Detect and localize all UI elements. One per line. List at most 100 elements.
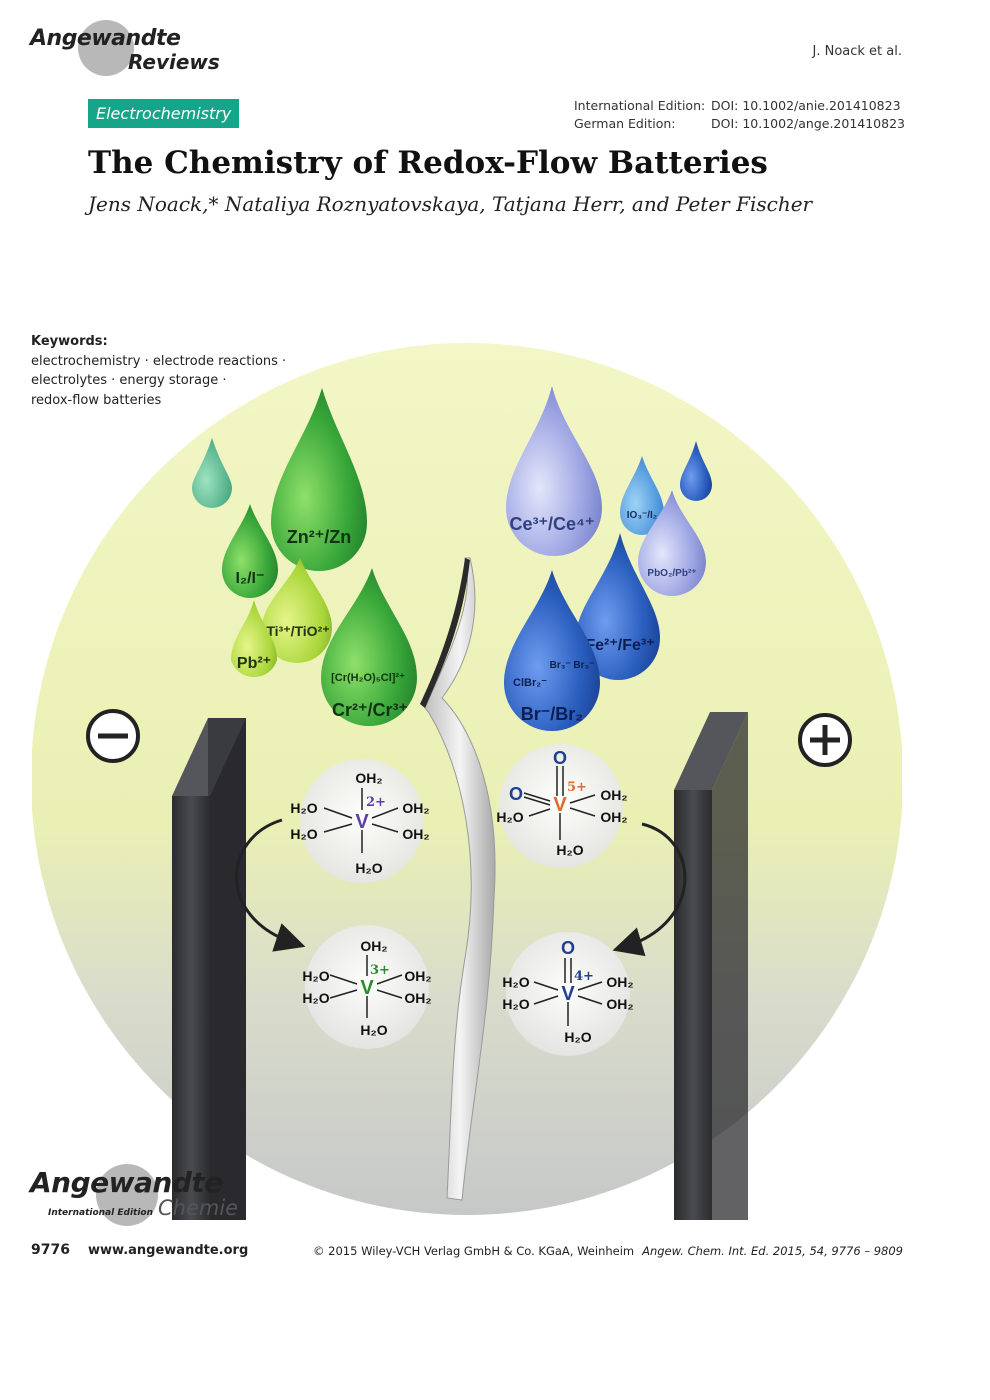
ligand-left: H₂O (502, 974, 529, 990)
negative-electrode (172, 718, 246, 1220)
drop-teal (192, 438, 232, 508)
running-head-authors: J. Noack et al. (812, 44, 903, 59)
ligand-left: H₂O (290, 800, 317, 816)
complex-v4: O H₂O H₂O OH₂ OH₂ H₂O V 4+ (502, 932, 634, 1056)
drop-ti: Ti³⁺/TiO²⁺ (262, 558, 332, 663)
keywords-line: redox-flow batteries (31, 392, 162, 408)
doi-label: International Edition: (574, 98, 706, 113)
doi-block: International Edition: DOI: 10.1002/anie… (574, 97, 905, 133)
journal-logo-footer: Angewandte Chemie International Edition (30, 1162, 260, 1228)
ligand-right: OH₂ (404, 968, 431, 984)
logo-edition: International Edition (48, 1208, 154, 1218)
drop-label: ClBr₂⁻ (513, 677, 547, 689)
drop-label: IO₃⁻/I₂ (627, 510, 657, 521)
ligand-right: OH₂ (402, 800, 429, 816)
ligand-left: H₂O (502, 996, 529, 1012)
complex-v3: OH₂ H₂O H₂O OH₂ OH₂ H₂O V 3+ (302, 925, 432, 1049)
drop-label: Cr²⁺/Cr³⁺ (332, 700, 408, 720)
keywords-heading: Keywords: (31, 334, 108, 349)
drop-label: Pb²⁺ (237, 655, 271, 672)
ligand-right: OH₂ (606, 974, 633, 990)
doi-label: German Edition: (574, 116, 676, 131)
logo-line1: Angewandte (30, 26, 181, 51)
logo-line2: Reviews (128, 50, 220, 74)
ligand-right: OH₂ (402, 826, 429, 842)
drop-cr: [Cr(H₂O)₅Cl]²⁺ Cr²⁺/Cr³⁺ (321, 568, 417, 726)
metal-center: V (553, 794, 567, 816)
oxidation-state: 3+ (370, 963, 390, 978)
ligand-right: OH₂ (600, 787, 627, 803)
drop-label: PbO₂/Pb²⁺ (647, 568, 696, 579)
copyright: © 2015 Wiley-VCH Verlag GmbH & Co. KGaA,… (313, 1244, 635, 1258)
ligand-bottom: H₂O (564, 1029, 591, 1045)
ligand-top: OH₂ (360, 938, 387, 954)
drop-label: Br₃⁻ Br₃⁻ (550, 660, 595, 671)
ligand-right: OH₂ (600, 809, 627, 825)
positive-terminal (798, 713, 852, 767)
ligand-left: H₂O (290, 826, 317, 842)
page-number: 9776 (31, 1242, 70, 1258)
redox-flow-figure: Zn²⁺/Zn I₂/I⁻ Ti³⁺/TiO²⁺ Pb²⁺ [Cr(H₂O)₅C… (32, 343, 902, 1220)
keywords-line: electrolytes · energy storage · (31, 373, 227, 388)
drop-pb: Pb²⁺ (231, 600, 277, 678)
reduction-arrow (235, 818, 306, 952)
drop-ce: Ce³⁺/Ce⁴⁺ (506, 386, 602, 556)
drop-zn: Zn²⁺/Zn (271, 388, 367, 571)
drop-label: Fe²⁺/Fe³⁺ (585, 637, 654, 654)
journal-logo: Angewandte Reviews (30, 18, 250, 78)
ligand-left: O (509, 784, 523, 804)
section-badge: Electrochemistry (88, 99, 240, 128)
citation: Angew. Chem. Int. Ed. 2015, 54, 9776 – 9… (642, 1244, 903, 1258)
ligand-left: H₂O (496, 809, 523, 825)
logo-line2: Chemie (158, 1196, 239, 1220)
article-title: The Chemistry of Redox-Flow Batteries (88, 145, 768, 181)
ligand-right: OH₂ (404, 990, 431, 1006)
metal-center: V (360, 977, 374, 999)
ligand-left: H₂O (302, 990, 329, 1006)
ligand-bottom: H₂O (355, 860, 382, 876)
ligand-top: OH₂ (355, 770, 382, 786)
journal-url[interactable]: www.angewandte.org (88, 1243, 249, 1258)
oxidation-state: 5+ (567, 780, 587, 795)
ligand-bottom: H₂O (360, 1022, 387, 1038)
drop-label: I₂/I⁻ (236, 570, 265, 587)
ligand-left: H₂O (302, 968, 329, 984)
doi-value[interactable]: DOI: 10.1002/anie.201410823 (711, 98, 901, 113)
drop-label: [Cr(H₂O)₅Cl]²⁺ (331, 672, 405, 684)
drop-br: Br₃⁻ Br₃⁻ ClBr₂⁻ Br⁻/Br₂ (504, 570, 600, 731)
negative-electrolyte-drops: Zn²⁺/Zn I₂/I⁻ Ti³⁺/TiO²⁺ Pb²⁺ [Cr(H₂O)₅C… (192, 388, 417, 726)
drop-label: Zn²⁺/Zn (287, 527, 351, 547)
logo-circle (78, 20, 134, 76)
metal-center: V (561, 983, 575, 1005)
logo-circle (96, 1164, 158, 1226)
author-list: Jens Noack,* Nataliya Roznyatovskaya, Ta… (88, 192, 813, 216)
ligand-top: O (553, 748, 567, 768)
drop-pbo2: PbO₂/Pb²⁺ (638, 490, 706, 596)
ligand-bottom: H₂O (556, 842, 583, 858)
doi-row: German Edition: DOI: 10.1002/ange.201410… (574, 115, 905, 133)
positive-electrolyte-drops: Ce³⁺/Ce⁴⁺ IO₃⁻/I₂ PbO₂/Pb²⁺ Fe²⁺/Fe³⁺ Br… (504, 386, 712, 731)
oxidation-state: 4+ (574, 969, 594, 984)
ligand-top: O (561, 938, 575, 958)
complex-v5: O O H₂O OH₂ OH₂ H₂O V 5+ (496, 744, 628, 868)
doi-row: International Edition: DOI: 10.1002/anie… (574, 97, 905, 115)
oxidation-arrow (612, 822, 687, 957)
drop-io3: IO₃⁻/I₂ (620, 456, 664, 535)
keywords-line: electrochemistry · electrode reactions · (31, 353, 287, 369)
membrane (420, 557, 496, 1201)
oxidation-state: 2+ (366, 795, 386, 810)
doi-value[interactable]: DOI: 10.1002/ange.201410823 (711, 116, 905, 131)
drop-label: Br⁻/Br₂ (521, 704, 584, 724)
drop-label: Ce³⁺/Ce⁴⁺ (510, 514, 595, 534)
drop-label: Ti³⁺/TiO²⁺ (266, 623, 329, 639)
positive-electrode (674, 712, 748, 1220)
complex-v2: OH₂ H₂O H₂O OH₂ OH₂ H₂O V 2+ (290, 759, 430, 883)
negative-terminal (86, 709, 140, 763)
metal-center: V (355, 811, 369, 833)
ligand-right: OH₂ (606, 996, 633, 1012)
drop-small-blue (680, 441, 712, 501)
drop-fe: Fe²⁺/Fe³⁺ (576, 533, 660, 680)
drop-iodine: I₂/I⁻ (222, 504, 278, 598)
keywords-block: Keywords: electrochemistry · electrode r… (31, 332, 286, 410)
logo-line1: Angewandte (30, 1166, 223, 1199)
